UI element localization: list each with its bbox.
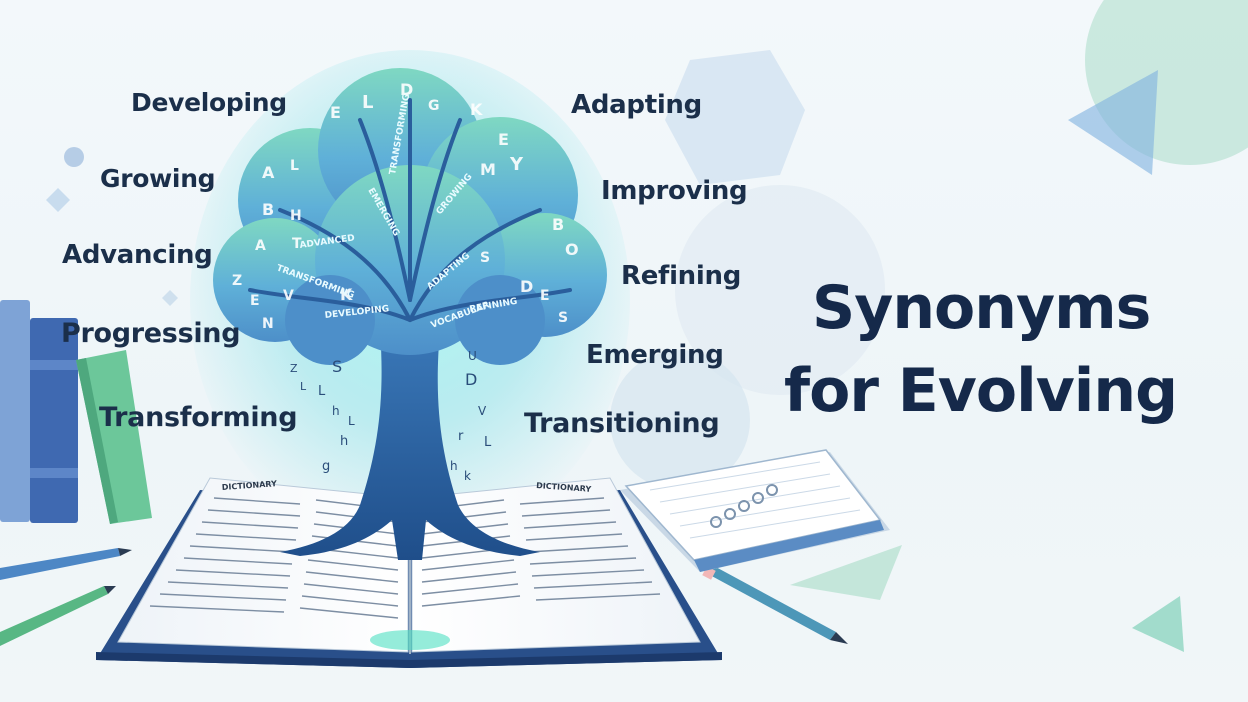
synonym-progressing: Progressing: [61, 318, 241, 349]
bg-diamond-left: [46, 188, 70, 212]
synonym-adapting: Adapting: [571, 90, 702, 120]
book-spine-2-band: [30, 468, 78, 478]
svg-text:G: G: [428, 98, 440, 114]
notebook-spiral: [710, 484, 778, 528]
svg-text:r: r: [458, 429, 464, 444]
svg-text:H: H: [290, 208, 302, 224]
book-spine-1: [0, 300, 30, 522]
svg-text:V: V: [478, 404, 487, 418]
pencil-green-tip: [104, 586, 116, 594]
pencils: [0, 548, 848, 646]
svg-text:Z: Z: [232, 273, 242, 289]
svg-text:L: L: [484, 435, 492, 450]
svg-text:S: S: [332, 357, 342, 376]
svg-text:h: h: [340, 434, 348, 449]
svg-text:h: h: [450, 459, 458, 473]
set-square: [790, 545, 902, 600]
svg-text:M: M: [480, 160, 496, 179]
trunk-shape: [280, 330, 540, 560]
svg-text:N: N: [262, 316, 274, 332]
synonym-refining: Refining: [621, 261, 742, 291]
svg-text:E: E: [250, 293, 260, 309]
dict-heading-left: DICTIONARY: [222, 479, 278, 492]
bg-hexagon: [665, 50, 805, 185]
svg-text:g: g: [322, 459, 330, 474]
svg-text:Z: Z: [290, 362, 298, 375]
svg-text:k: k: [464, 469, 471, 483]
svg-text:Y: Y: [509, 154, 524, 175]
synonym-emerging: Emerging: [586, 340, 724, 370]
notebook-lines: [649, 461, 861, 539]
bg-triangle-bottom-right: [1132, 596, 1184, 652]
notebook-cover: [694, 520, 884, 572]
pencil-blue: [0, 548, 120, 580]
bg-dot-left: [64, 147, 84, 167]
svg-text:D: D: [465, 370, 477, 389]
background-shapes: [46, 0, 1248, 652]
svg-text:S: S: [558, 310, 568, 326]
pencil-blue-tip: [118, 548, 132, 556]
svg-text:B: B: [552, 215, 564, 234]
svg-text:V: V: [283, 288, 294, 304]
book-cover-edge: [96, 652, 722, 668]
svg-text:U: U: [468, 349, 477, 363]
pencil-right: [708, 566, 836, 640]
svg-text:T: T: [292, 236, 302, 252]
svg-text:B: B: [262, 200, 274, 219]
svg-text:K: K: [340, 285, 353, 304]
svg-text:L: L: [290, 158, 299, 174]
dict-heading-right: DICTIONARY: [536, 481, 592, 494]
page-text-right: [421, 497, 661, 607]
book-spine-2-band: [30, 360, 78, 370]
svg-text:D: D: [400, 80, 413, 99]
svg-text:E: E: [330, 103, 341, 122]
svg-text:K: K: [470, 100, 483, 119]
svg-text:A: A: [255, 238, 266, 254]
bg-triangle-top-right: [1068, 70, 1158, 175]
bg-circle-mid: [675, 185, 885, 395]
gutter-glow: [370, 630, 450, 650]
svg-text:E: E: [498, 130, 509, 149]
pencil-right-tip: [830, 632, 848, 644]
crown-branches: [248, 98, 572, 322]
title-line-1: Synonyms: [812, 273, 1151, 343]
svg-text:E: E: [540, 288, 550, 304]
bg-circle-right: [610, 350, 750, 490]
svg-text:O: O: [565, 240, 579, 259]
synonym-improving: Improving: [601, 176, 748, 206]
svg-text:L: L: [300, 380, 307, 393]
svg-text:L: L: [348, 414, 355, 428]
book-green-edge: [76, 358, 118, 524]
synonym-developing: Developing: [131, 88, 287, 117]
bg-diamond-small: [162, 290, 178, 306]
svg-text:D: D: [520, 277, 533, 296]
svg-text:L: L: [318, 384, 326, 399]
svg-text:h: h: [332, 404, 340, 418]
notebook: [620, 449, 902, 600]
title-line-2: for Evolving: [784, 356, 1178, 426]
book-green: [76, 350, 152, 524]
synonym-transforming: Transforming: [99, 402, 298, 433]
book-stack: [0, 300, 152, 524]
synonym-growing: Growing: [100, 164, 216, 193]
synonym-advancing: Advancing: [62, 240, 213, 270]
open-dictionary: [96, 477, 722, 668]
svg-text:L: L: [362, 92, 373, 113]
pencil-green: [0, 586, 108, 646]
book-page-right: [411, 477, 701, 653]
svg-text:S: S: [480, 250, 490, 266]
svg-text:A: A: [262, 163, 275, 182]
synonym-transitioning: Transitioning: [524, 408, 720, 439]
